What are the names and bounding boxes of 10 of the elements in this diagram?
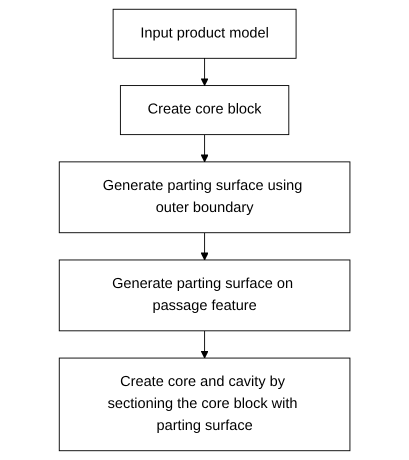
arrow	[200, 134, 208, 162]
flowchart: Input product model Create core block Generate parting surface using outer boundary Generate parting surface on passage feature Create core and cavity by sectioning the core block with parting surface	[52, 2, 358, 458]
node-box	[120, 85, 290, 136]
node-box	[58, 161, 350, 234]
arrow	[200, 232, 208, 260]
node-box	[58, 358, 350, 452]
node-box	[58, 260, 350, 332]
arrow	[200, 330, 208, 358]
arrow	[200, 58, 208, 86]
node-box	[112, 8, 296, 59]
